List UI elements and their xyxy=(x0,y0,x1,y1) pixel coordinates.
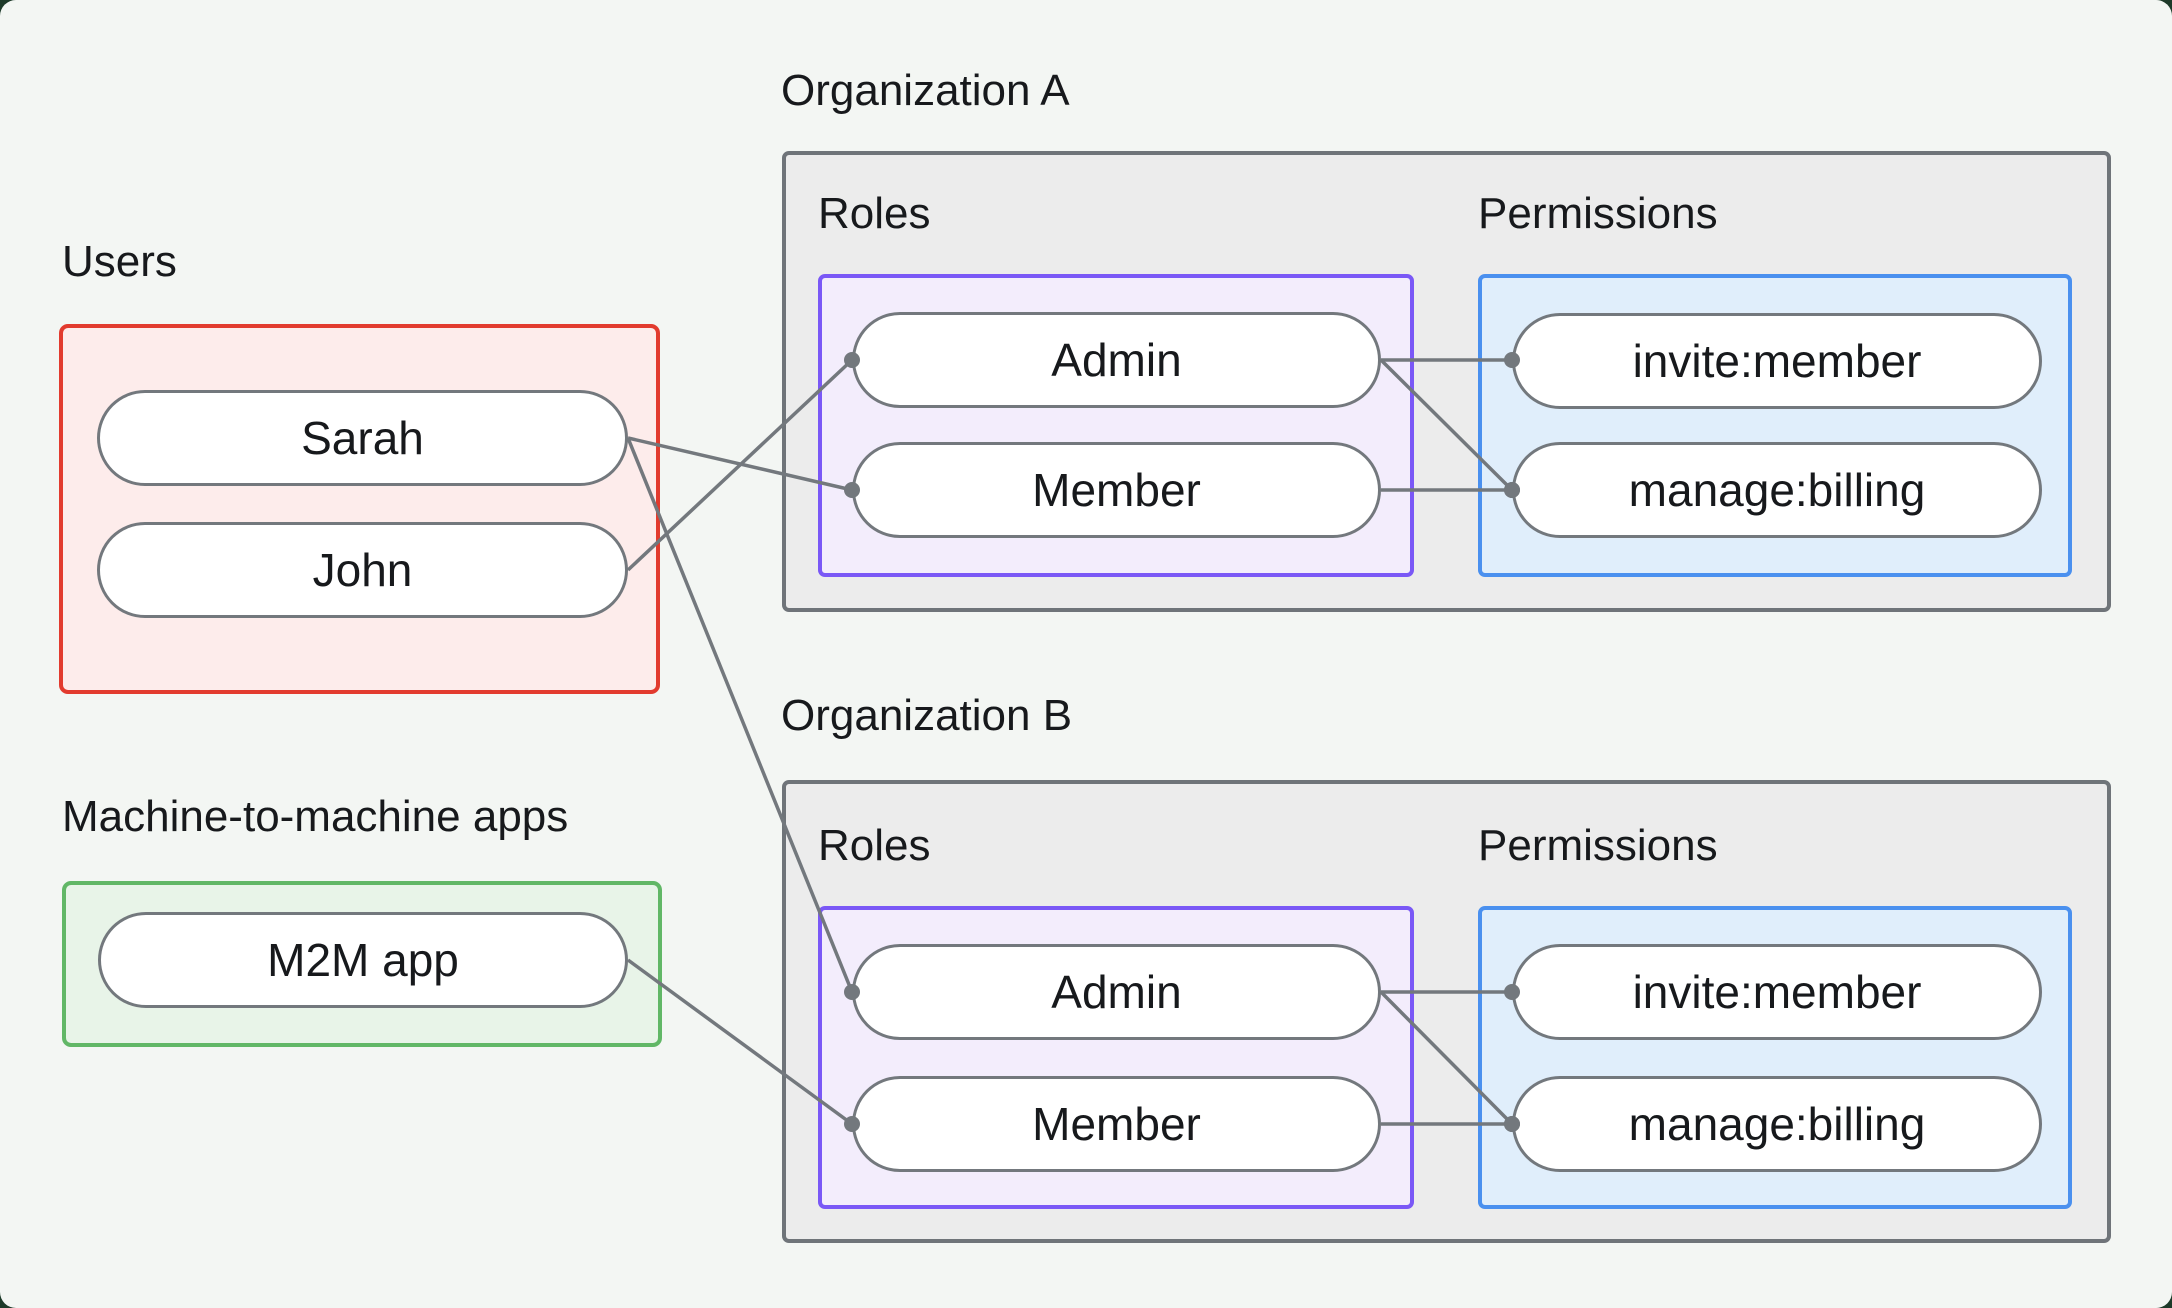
org-b-permission-invite-member: invite:member xyxy=(1512,944,2042,1040)
org-b-role-member: Member xyxy=(852,1076,1381,1172)
org-a-roles-label: Roles xyxy=(818,189,931,238)
org-b-title: Organization B xyxy=(781,691,1073,740)
user-node-sarah: Sarah xyxy=(97,390,628,486)
org-b-role-admin: Admin xyxy=(852,944,1381,1040)
org-a-role-member: Member xyxy=(852,442,1381,538)
users-group-box xyxy=(59,324,660,694)
org-b-permissions-label: Permissions xyxy=(1478,821,1718,870)
user-node-john: John xyxy=(97,522,628,618)
org-b-permission-manage-billing: manage:billing xyxy=(1512,1076,2042,1172)
org-a-permission-invite-member: invite:member xyxy=(1512,313,2042,409)
users-group-label: Users xyxy=(62,237,177,286)
m2m-group-label: Machine-to-machine apps xyxy=(62,792,569,841)
org-a-permissions-label: Permissions xyxy=(1478,189,1718,238)
org-a-permission-manage-billing: manage:billing xyxy=(1512,442,2042,538)
org-b-roles-label: Roles xyxy=(818,821,931,870)
org-a-title: Organization A xyxy=(781,66,1070,115)
org-a-role-admin: Admin xyxy=(852,312,1381,408)
m2m-app-node: M2M app xyxy=(98,912,628,1008)
